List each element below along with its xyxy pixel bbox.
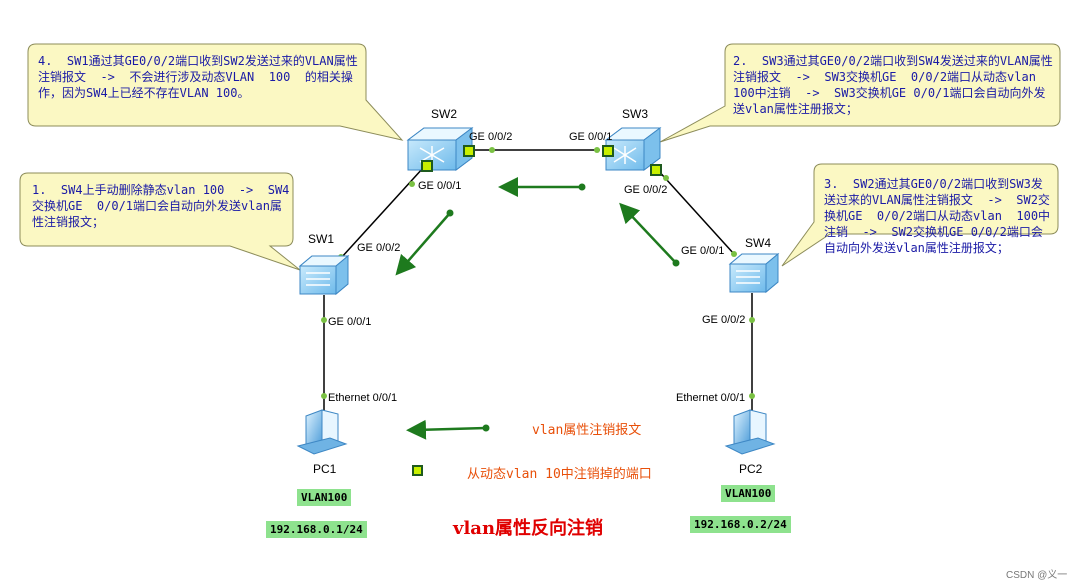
callout-2-balloon [659, 43, 1061, 143]
pc1-ethernet-label: Ethernet 0/0/1 [328, 392, 398, 404]
callout-4-balloon [19, 172, 301, 271]
deregistered-port-markers [421, 145, 662, 176]
pc2-ip-tag: 192.168.0.2/24 [690, 516, 791, 533]
pc2-computer-icon[interactable] [724, 409, 776, 455]
sw1-switch-icon[interactable] [298, 254, 350, 296]
sw2-ge002-label: GE 0/0/2 [469, 131, 513, 143]
callout-step-1-text: 3. SW2通过其GE0/0/2端口收到SW3发送过来的VLAN属性注销报文 -… [824, 177, 1051, 255]
sw2-ge001-label: GE 0/0/1 [418, 180, 462, 192]
sw3-ge001-label: GE 0/0/1 [569, 131, 613, 143]
watermark: CSDN @义一 [1006, 570, 1068, 581]
sw2-label: SW2 [431, 107, 458, 121]
sw4-label: SW4 [745, 236, 772, 250]
callout-step-2-text: 2. SW3通过其GE0/0/2端口收到SW4发送过来的VLAN属性注销报文 -… [733, 54, 1053, 116]
pc2-ethernet-label: Ethernet 0/0/1 [676, 392, 746, 404]
diagram-title: vlan属性反向注销 [453, 518, 604, 539]
sw2-switch-icon[interactable] [406, 127, 474, 171]
callout-step-4-text: 1. SW4上手动删除静态vlan 100 -> SW4交换机GE 0/0/1端… [32, 183, 290, 229]
pc1-ip-tag: 192.168.0.1/24 [266, 521, 367, 538]
pc2-vlan-tag: VLAN100 [721, 485, 776, 502]
legend-arrow-label: vlan属性注销报文 [532, 423, 642, 438]
callout-step-3-text: 4. SW1通过其GE0/0/2端口收到SW2发送过来的VLAN属性注销报文 -… [38, 54, 358, 100]
port-dots [321, 147, 755, 399]
sw1-label: SW1 [308, 232, 335, 246]
callout-1-balloon [781, 163, 1059, 267]
arrow-sw4-to-sw3 [619, 202, 677, 264]
sw1-ge001-label: GE 0/0/1 [328, 316, 372, 328]
sw3-ge002-label: GE 0/0/2 [624, 184, 668, 196]
sw4-switch-icon[interactable] [728, 252, 780, 294]
sw3-label: SW3 [622, 107, 649, 121]
legend-arrow [406, 419, 487, 440]
legend-port-label: 从动态vlan 10中注销掉的端口 [467, 467, 652, 482]
pc1-computer-icon[interactable] [296, 409, 348, 455]
callout-3-balloon [27, 43, 404, 141]
pc1-label: PC1 [313, 462, 337, 476]
sw4-ge002-label: GE 0/0/2 [702, 314, 746, 326]
sw3-switch-icon[interactable] [604, 127, 662, 171]
link-sw3-sw4 [655, 167, 735, 255]
sw4-ge001-label: GE 0/0/1 [681, 245, 725, 257]
pc1-vlan-tag: VLAN100 [297, 489, 352, 506]
pc2-label: PC2 [739, 462, 763, 476]
arrow-sw2-to-sw1 [395, 212, 451, 276]
legend-port-marker [412, 465, 423, 476]
sw1-ge002-label: GE 0/0/2 [357, 242, 401, 254]
flow-arrows [395, 177, 677, 440]
